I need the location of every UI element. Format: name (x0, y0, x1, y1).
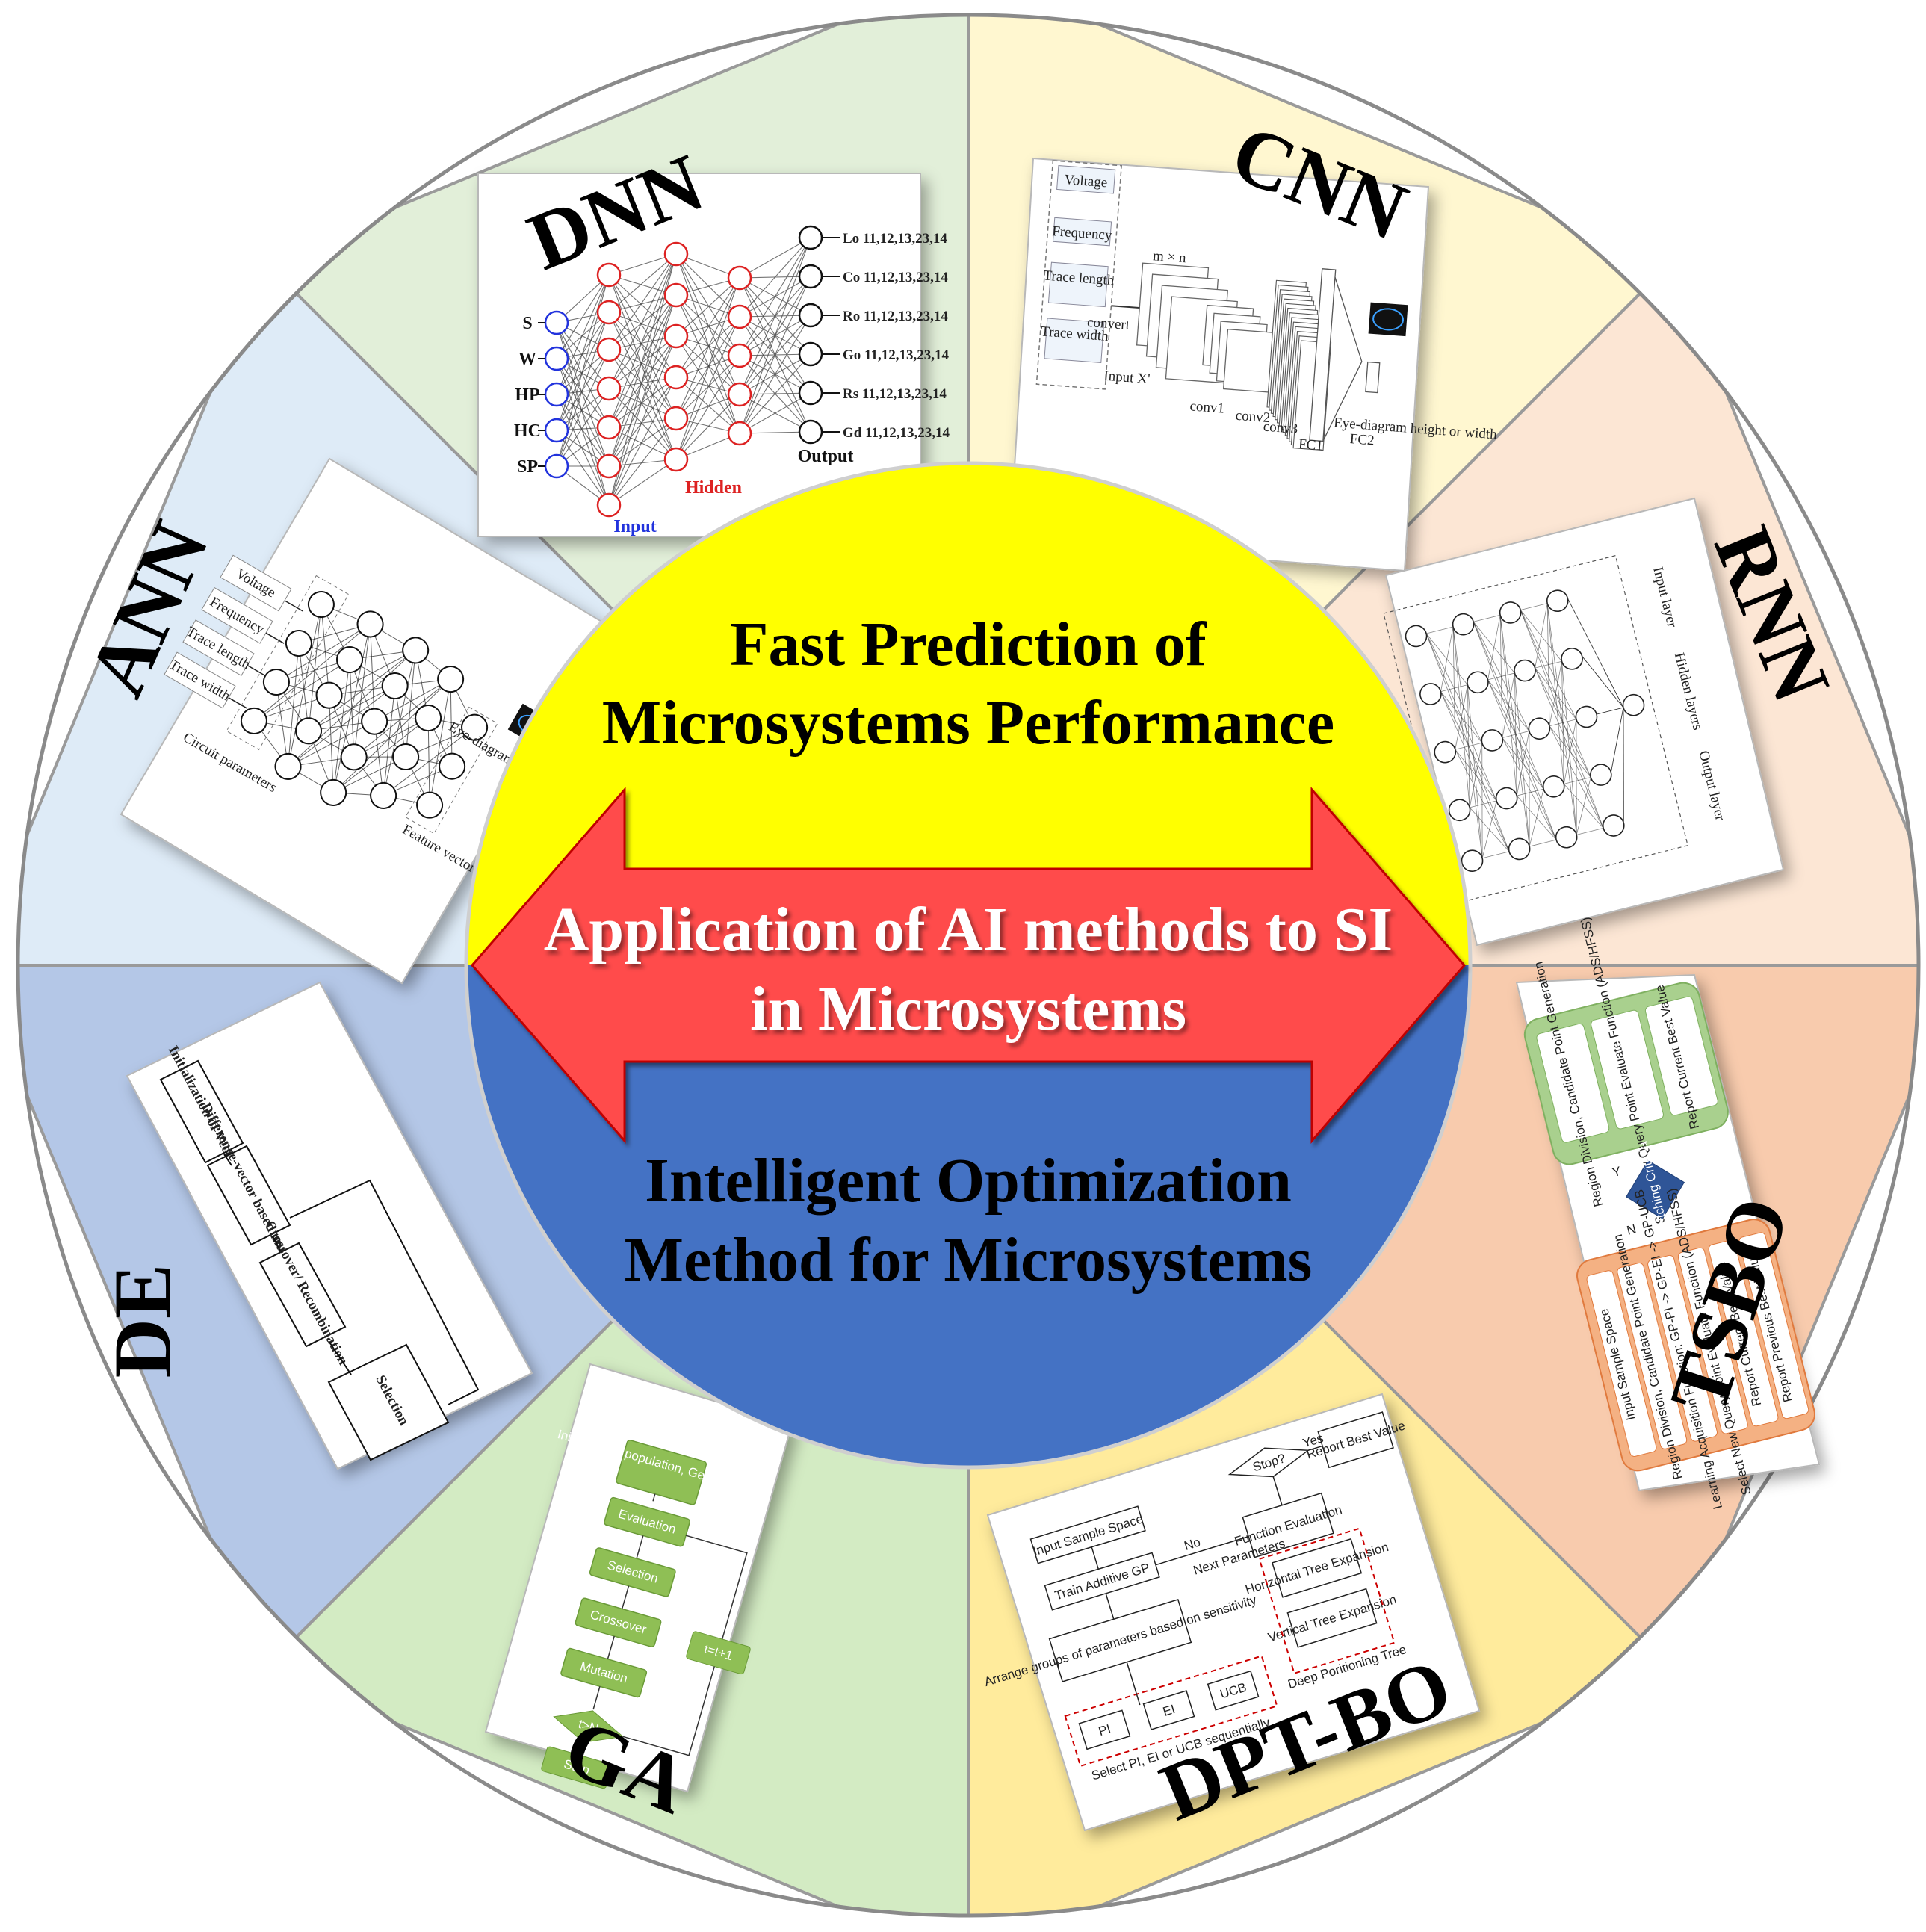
dptbo-box-4: EI (1161, 1702, 1177, 1719)
double-arrow (471, 786, 1466, 1145)
cnn-label-6: FC1 (1298, 436, 1323, 453)
dnn-input-4: SP (517, 457, 538, 477)
ga-diagram: Initialization population, Generation t=… (541, 1427, 771, 1789)
dptbo-box-3: PI (1097, 1721, 1112, 1739)
dnn-output-2: Ro 11,12,13,23,14 (843, 309, 948, 324)
dnn-input-3: HC (514, 421, 541, 441)
dnn-input-label: Input (613, 517, 656, 536)
cnn-label-4: conv2 (1235, 408, 1271, 426)
tsbo-no: N (1625, 1222, 1638, 1237)
dnn-output-label: Output (798, 447, 854, 466)
cnn-label-2: Input X' (1103, 368, 1151, 387)
cnn-label-1: convert (1086, 315, 1130, 333)
center-top-line1: Fast Prediction of (730, 610, 1207, 679)
dnn-output-0: Lo 11,12,13,23,14 (843, 231, 947, 247)
center-top-line2: Microsystems Performance (602, 688, 1334, 758)
dnn-input-2: HP (515, 386, 539, 405)
dnn-hidden-label: Hidden (685, 478, 742, 498)
center-mid-line1: Application of AI methods to SI (544, 895, 1393, 965)
dnn-output-4: Rs 11,12,13,23,14 (843, 386, 947, 402)
center-bottom-line1: Intelligent Optimization (645, 1146, 1292, 1216)
dnn-output-3: Go 11,12,13,23,14 (843, 347, 949, 363)
center-bottom-line2: Method for Microsystems (625, 1225, 1313, 1295)
segment-label-de: DE (97, 1264, 188, 1378)
tsbo-diagram: Region Division, Candidate Point Generat… (1523, 916, 1815, 1511)
cnn-label-7: FC2 (1349, 431, 1375, 448)
cnn-feature-0: Voltage (1064, 172, 1108, 191)
dnn-diagram: SW HP HC SP Lo 11,12,13,23,14 Co 11,12,13,23,… (514, 225, 950, 536)
cnn-label-0: m × n (1152, 248, 1186, 266)
cnn-label-3: conv1 (1189, 398, 1225, 416)
dnn-output-5: Gd 11,12,13,23,14 (843, 425, 950, 441)
de-thumbnail (126, 981, 533, 1470)
dnn-input-1: W (518, 350, 536, 369)
dnn-output-1: Co 11,12,13,23,14 (843, 270, 948, 285)
tsbo-yes: Y (1611, 1164, 1623, 1180)
dnn-input-0: S (522, 314, 532, 333)
cnn-label-5: conv3 (1263, 419, 1298, 437)
center-mid-line2: in Microsystems (750, 974, 1186, 1044)
outer-ring-border (16, 13, 1921, 1918)
